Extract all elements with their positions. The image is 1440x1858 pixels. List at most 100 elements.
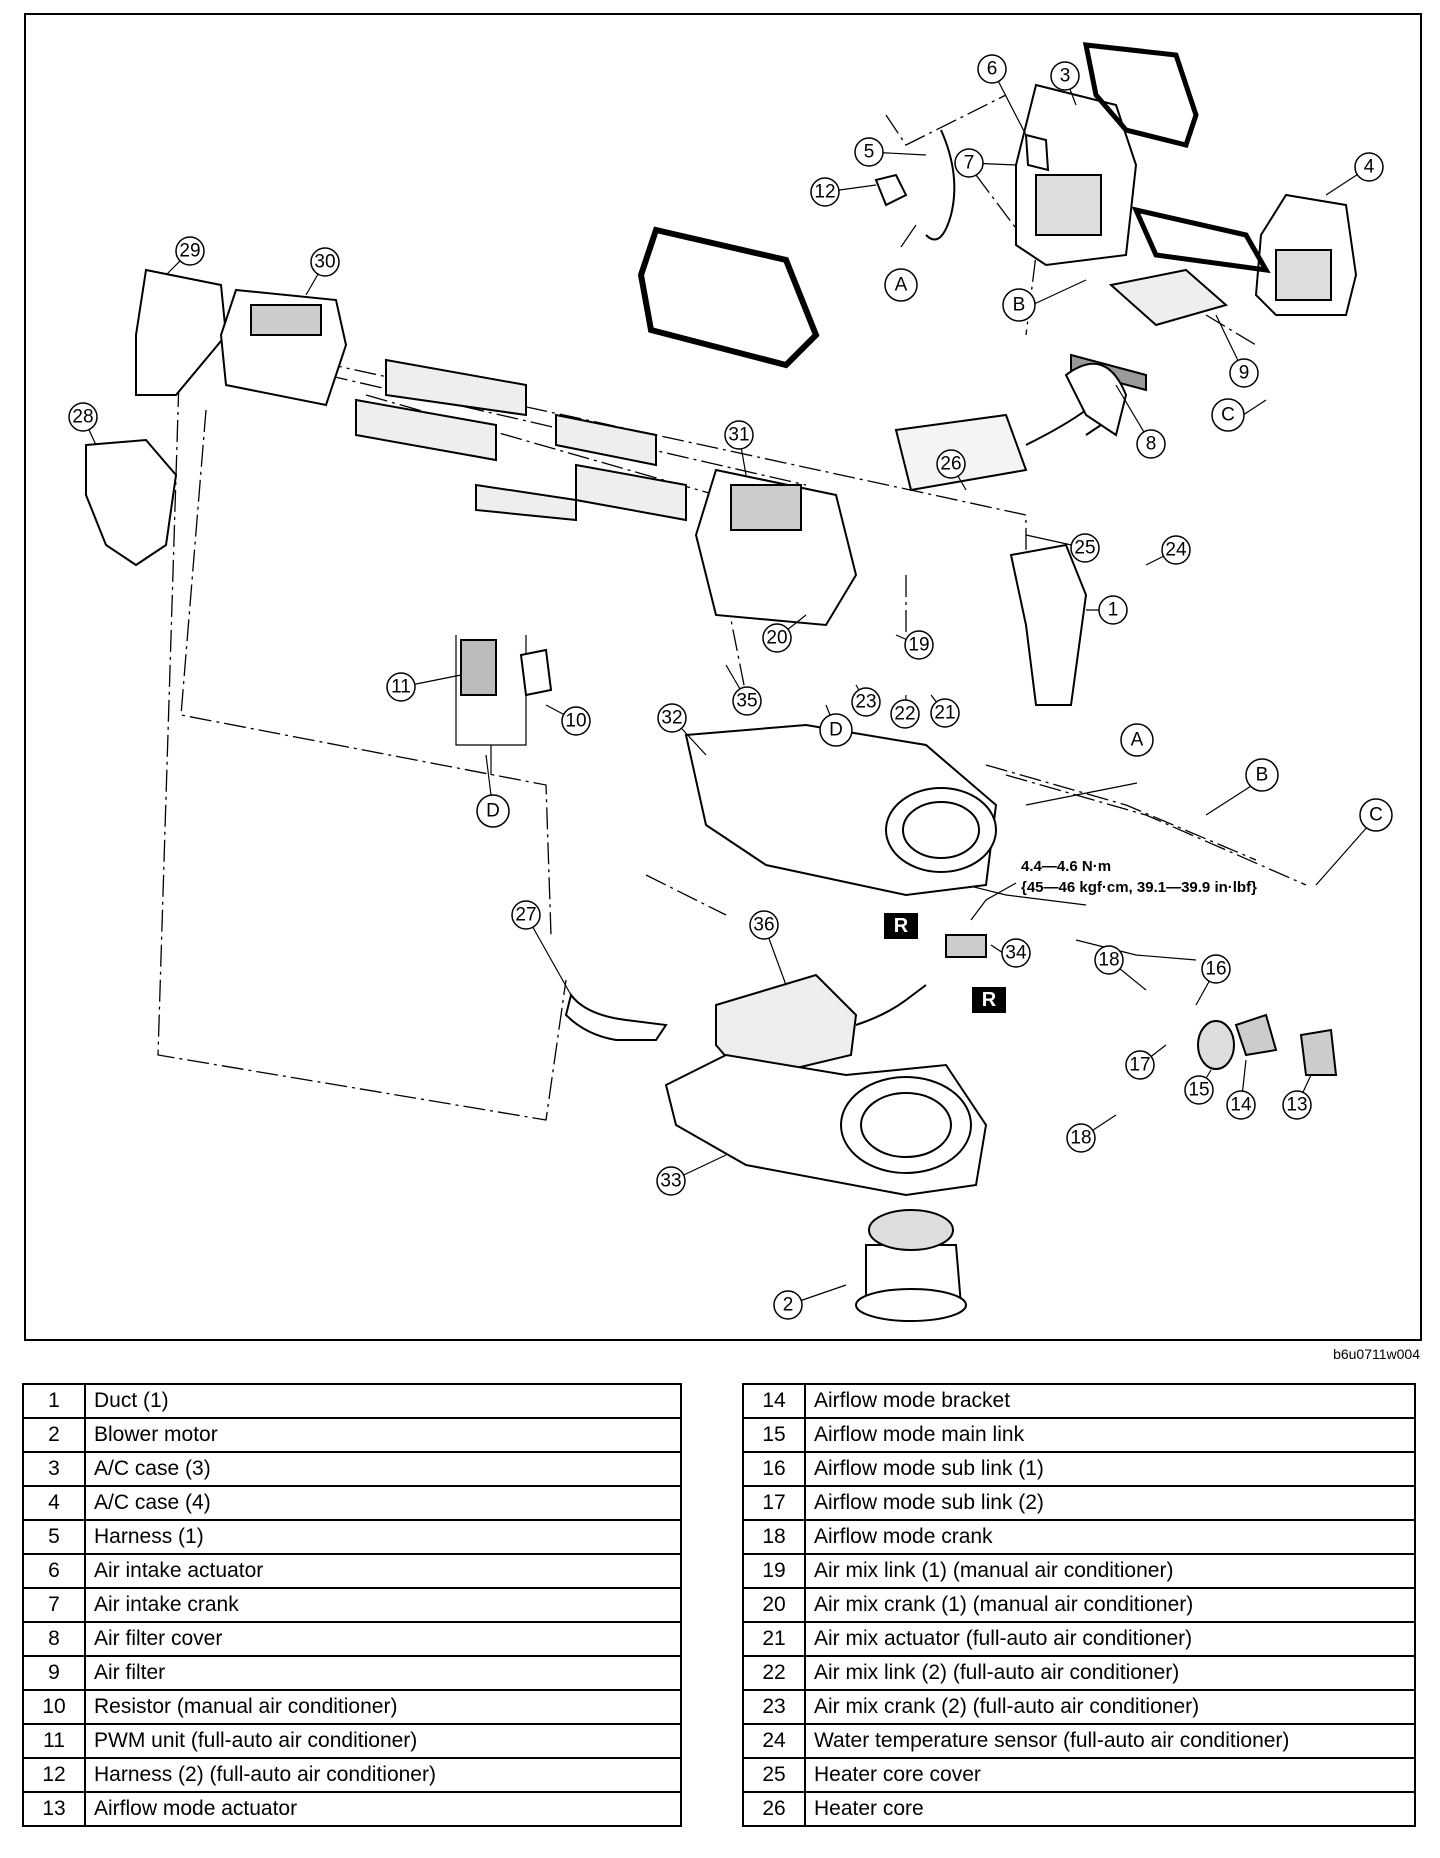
callout-4: 4 (1354, 152, 1384, 182)
legend-description: Air intake actuator (84, 1553, 682, 1589)
airflow-mode-actuator-shape (1299, 1028, 1338, 1076)
part-34-shape (945, 934, 987, 958)
legend-description: Airflow mode sub link (1) (804, 1451, 1416, 1487)
callout-30: 30 (310, 247, 340, 277)
legend-number: 22 (742, 1655, 806, 1691)
callout-19: 19 (904, 630, 934, 660)
callout-34: 34 (1001, 938, 1031, 968)
legend-description: Airflow mode main link (804, 1417, 1416, 1453)
callout-label: 28 (72, 407, 93, 428)
callout-label: 16 (1205, 959, 1226, 980)
legend-description: A/C case (3) (84, 1451, 682, 1487)
slat-3 (555, 413, 657, 467)
callout-label: 6 (987, 59, 998, 80)
callout-2: 2 (773, 1290, 803, 1320)
image-code-container: b6u0711w004 (1333, 1346, 1420, 1362)
resistor-shape (519, 648, 553, 697)
legend-description: Air mix crank (1) (manual air conditione… (804, 1587, 1416, 1623)
r-badge: R (884, 913, 918, 939)
callout-13: 13 (1282, 1090, 1312, 1120)
legend-number: 11 (22, 1723, 86, 1759)
callout-label: 29 (179, 241, 200, 262)
callout-label: 12 (814, 182, 835, 203)
connector-label: D (486, 801, 500, 822)
callout-9: 9 (1229, 358, 1259, 388)
legend-description: Air mix link (1) (manual air conditioner… (804, 1553, 1416, 1589)
legend-description: Airflow mode bracket (804, 1383, 1416, 1419)
callout-23: 23 (851, 687, 881, 717)
legend-number: 19 (742, 1553, 806, 1589)
heater-core-shape (894, 413, 1028, 492)
slat-1 (385, 358, 527, 417)
legend-number: 17 (742, 1485, 806, 1521)
harness-1-shape (925, 129, 956, 241)
connector-label: D (829, 720, 843, 741)
evaporator-shape (715, 973, 858, 1082)
callout-21: 21 (930, 698, 960, 728)
callout-label: 31 (728, 425, 749, 446)
legend-number: 3 (22, 1451, 86, 1487)
callout-36: 36 (749, 910, 779, 940)
callout-17: 17 (1125, 1050, 1155, 1080)
airflow-mode-bracket-shape (1234, 1013, 1278, 1057)
callout-label: 22 (894, 704, 915, 725)
legend-number: 18 (742, 1519, 806, 1555)
legend-number: 25 (742, 1757, 806, 1793)
pwm-unit-shape (460, 639, 497, 696)
connector-C: C (1211, 398, 1245, 432)
legend-number: 7 (22, 1587, 86, 1623)
r-badge: R (972, 987, 1006, 1013)
callout-label: 25 (1074, 538, 1095, 559)
legend-description: Air intake crank (84, 1587, 682, 1623)
callout-label: 2 (783, 1295, 794, 1316)
connector-D: D (476, 794, 510, 828)
legend-number: 15 (742, 1417, 806, 1453)
callout-label: 19 (908, 635, 929, 656)
callout-label: 3 (1060, 66, 1071, 87)
legend-description: Duct (1) (84, 1383, 682, 1419)
legend-description: PWM unit (full-auto air conditioner) (84, 1723, 682, 1759)
legend-number: 13 (22, 1791, 86, 1827)
legend-number: 1 (22, 1383, 86, 1419)
callout-33: 33 (656, 1166, 686, 1196)
callout-12: 12 (810, 177, 840, 207)
legend-description: Harness (1) (84, 1519, 682, 1555)
callout-3: 3 (1050, 61, 1080, 91)
legend-number: 21 (742, 1621, 806, 1657)
air-intake-actuator-shape (1024, 133, 1050, 172)
legend-description: Blower motor (84, 1417, 682, 1453)
callout-label: 33 (660, 1171, 681, 1192)
callout-label: 30 (314, 252, 335, 273)
legend-number: 4 (22, 1485, 86, 1521)
callout-label: 14 (1230, 1095, 1252, 1116)
callout-label: 20 (766, 628, 787, 649)
callout-label: 24 (1165, 540, 1187, 561)
slat-2 (355, 398, 497, 462)
legend-description: Heater core cover (804, 1757, 1416, 1793)
callout-label: 4 (1364, 157, 1375, 178)
legend-number: 26 (742, 1791, 806, 1827)
callout-label: 32 (661, 708, 682, 729)
torque-spec-line2: {45—46 kgf·cm, 39.1—39.9 in·lbf} (1021, 879, 1257, 896)
callout-label: 11 (391, 677, 411, 698)
callout-label: 17 (1129, 1055, 1150, 1076)
ac-case-3-gasket (1082, 42, 1199, 148)
top-frame-shape (637, 226, 820, 369)
callout-label: 15 (1188, 1080, 1209, 1101)
callout-label: 35 (736, 691, 757, 712)
air-filter-shape (1108, 268, 1229, 327)
